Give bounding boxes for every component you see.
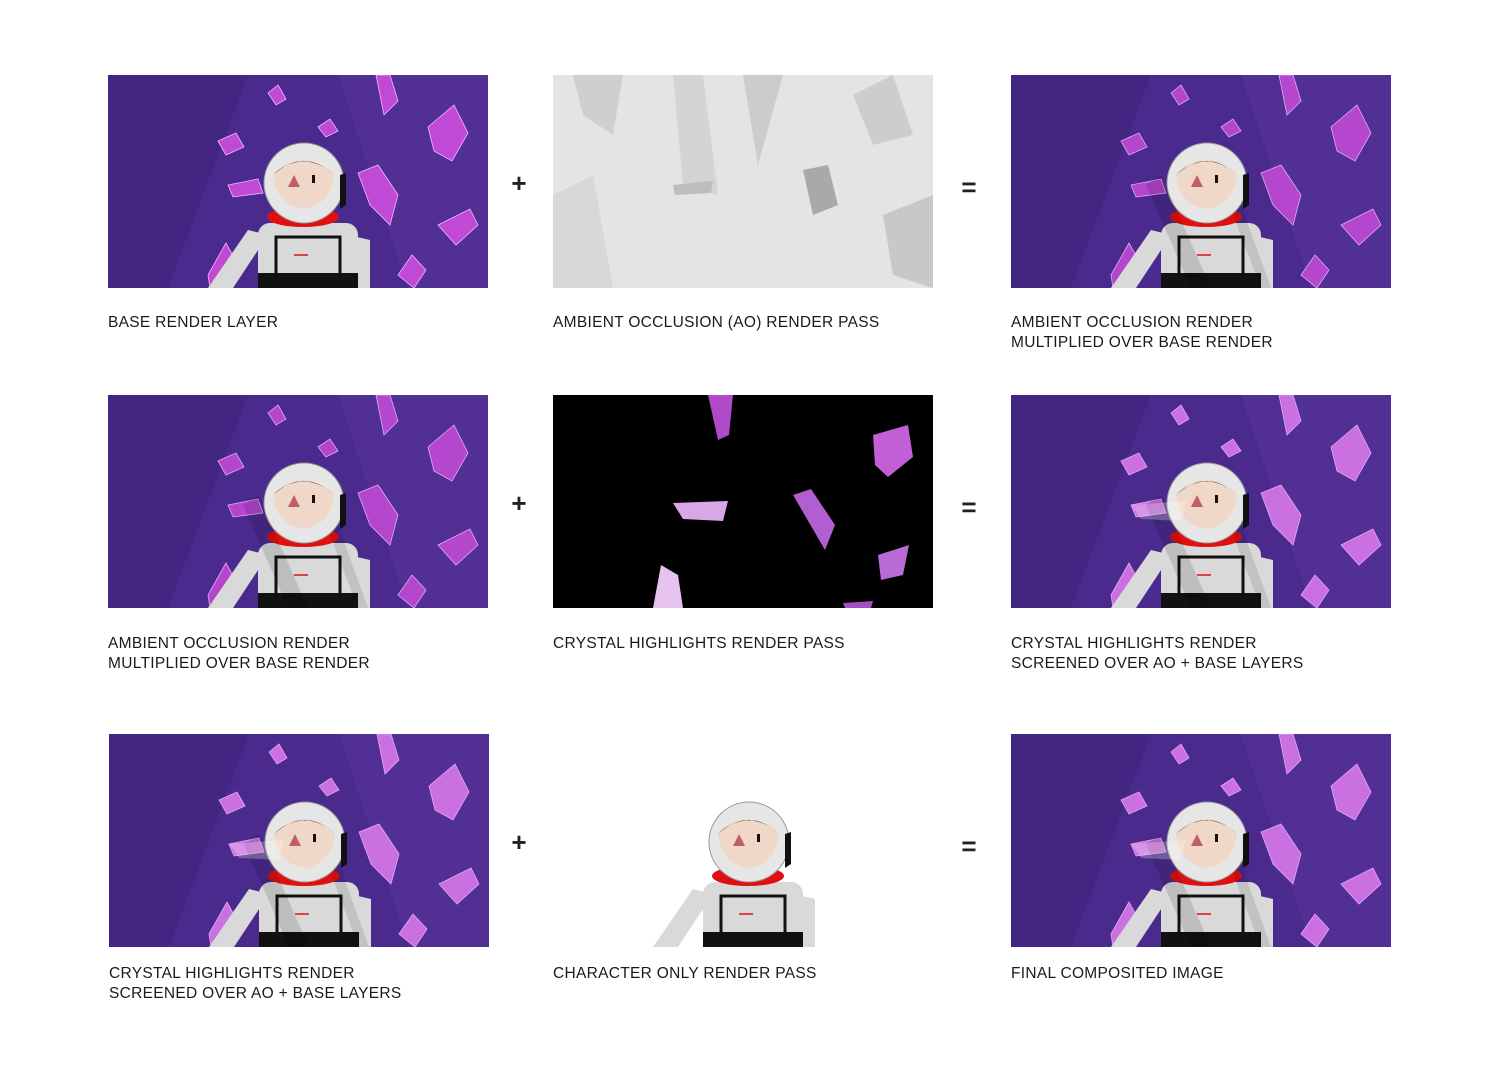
crystal-shape <box>1330 104 1372 162</box>
plus-operator: + <box>511 827 527 857</box>
crystal-shape <box>397 254 427 288</box>
caption-highlights-render: CRYSTAL HIGHLIGHTS RENDER PASS <box>553 635 845 652</box>
crystal-shape <box>227 498 264 518</box>
crystal-shape <box>1278 75 1302 116</box>
base-render-image <box>108 75 488 288</box>
caption-ao-render: AMBIENT OCCLUSION (AO) RENDER PASS <box>553 314 880 331</box>
screened-image <box>1011 395 1391 608</box>
crystal-shape <box>1170 84 1190 106</box>
crystal-shape <box>427 104 469 162</box>
highlights-render-panel <box>553 395 933 608</box>
crystal-shape <box>375 395 399 436</box>
crystal-shape <box>1330 424 1372 482</box>
crystal-shape <box>376 734 400 775</box>
plus-operator: + <box>511 488 527 518</box>
crystal-shape <box>268 743 288 765</box>
crystal-shape <box>1220 777 1242 797</box>
crystal-shape <box>1120 452 1148 476</box>
astronaut-figure <box>1111 142 1273 288</box>
crystal-shape <box>1170 743 1190 765</box>
caption-final: FINAL COMPOSITED IMAGE <box>1011 965 1224 982</box>
caption-base-render: BASE RENDER LAYER <box>108 314 279 331</box>
crystal-shape <box>267 404 287 426</box>
crystal-shape <box>438 867 480 905</box>
ao-render-image <box>553 75 933 288</box>
crystal-shape <box>357 164 399 226</box>
ao-multiplied-panel-2 <box>108 395 488 608</box>
screened-image-2 <box>109 734 489 947</box>
crystal-shape <box>1300 913 1330 947</box>
astronaut-figure <box>653 801 815 947</box>
ao-multiplied-image-2 <box>108 395 488 608</box>
crystal-shape <box>1340 867 1382 905</box>
astronaut-figure <box>208 462 370 608</box>
character-render-panel <box>553 734 933 947</box>
crystal-shape <box>1130 498 1167 518</box>
final-composite-image <box>1011 734 1391 947</box>
crystal-shape <box>1130 837 1167 857</box>
crystal-shape <box>428 763 470 821</box>
crystal-shape <box>267 84 287 106</box>
highlights-render-image <box>553 395 933 608</box>
plus-operator: + <box>511 168 527 198</box>
ao-multiplied-image <box>1011 75 1391 288</box>
ao-multiplied-panel <box>1011 75 1391 288</box>
crystal-shape <box>1300 574 1330 608</box>
crystal-shape <box>1330 763 1372 821</box>
crystal-shape <box>317 438 339 458</box>
crystal-shape <box>217 132 245 156</box>
crystal-shape <box>358 823 400 885</box>
crystal-shape <box>1260 484 1302 546</box>
crystal-shape <box>218 791 246 815</box>
character-render-image <box>553 734 933 947</box>
astronaut-figure <box>1111 462 1273 608</box>
crystal-shape <box>1278 734 1302 775</box>
crystal-shape <box>427 424 469 482</box>
crystal-shape <box>1220 438 1242 458</box>
equals-operator: = <box>961 492 977 522</box>
crystal-shape <box>1170 404 1190 426</box>
crystal-shape <box>1120 791 1148 815</box>
base-render-panel <box>108 75 488 288</box>
crystal-shape <box>217 452 245 476</box>
crystal-shape <box>437 208 479 246</box>
caption-character-render: CHARACTER ONLY RENDER PASS <box>553 965 817 982</box>
crystal-shape <box>318 777 340 797</box>
screened-panel-2 <box>109 734 489 947</box>
ao-render-panel <box>553 75 933 288</box>
crystal-shape <box>1260 823 1302 885</box>
crystal-shape <box>317 118 339 138</box>
astronaut-figure <box>209 801 371 947</box>
equals-operator: = <box>961 172 977 202</box>
final-composite-panel <box>1011 734 1391 947</box>
crystal-shape <box>1260 164 1302 226</box>
crystal-shape <box>397 574 427 608</box>
crystal-shape <box>1300 254 1330 288</box>
crystal-shape <box>228 837 265 857</box>
crystal-shape <box>227 178 264 198</box>
screened-panel <box>1011 395 1391 608</box>
crystal-shape <box>437 528 479 566</box>
crystal-shape <box>1130 178 1167 198</box>
astronaut-figure <box>208 142 370 288</box>
astronaut-figure <box>1111 801 1273 947</box>
crystal-shape <box>375 75 399 116</box>
crystal-shape <box>398 913 428 947</box>
crystal-shape <box>1220 118 1242 138</box>
crystal-shape <box>1340 528 1382 566</box>
crystal-shape <box>1120 132 1148 156</box>
crystal-shape <box>1278 395 1302 436</box>
crystal-shape <box>1340 208 1382 246</box>
crystal-shape <box>357 484 399 546</box>
equals-operator: = <box>961 831 977 861</box>
